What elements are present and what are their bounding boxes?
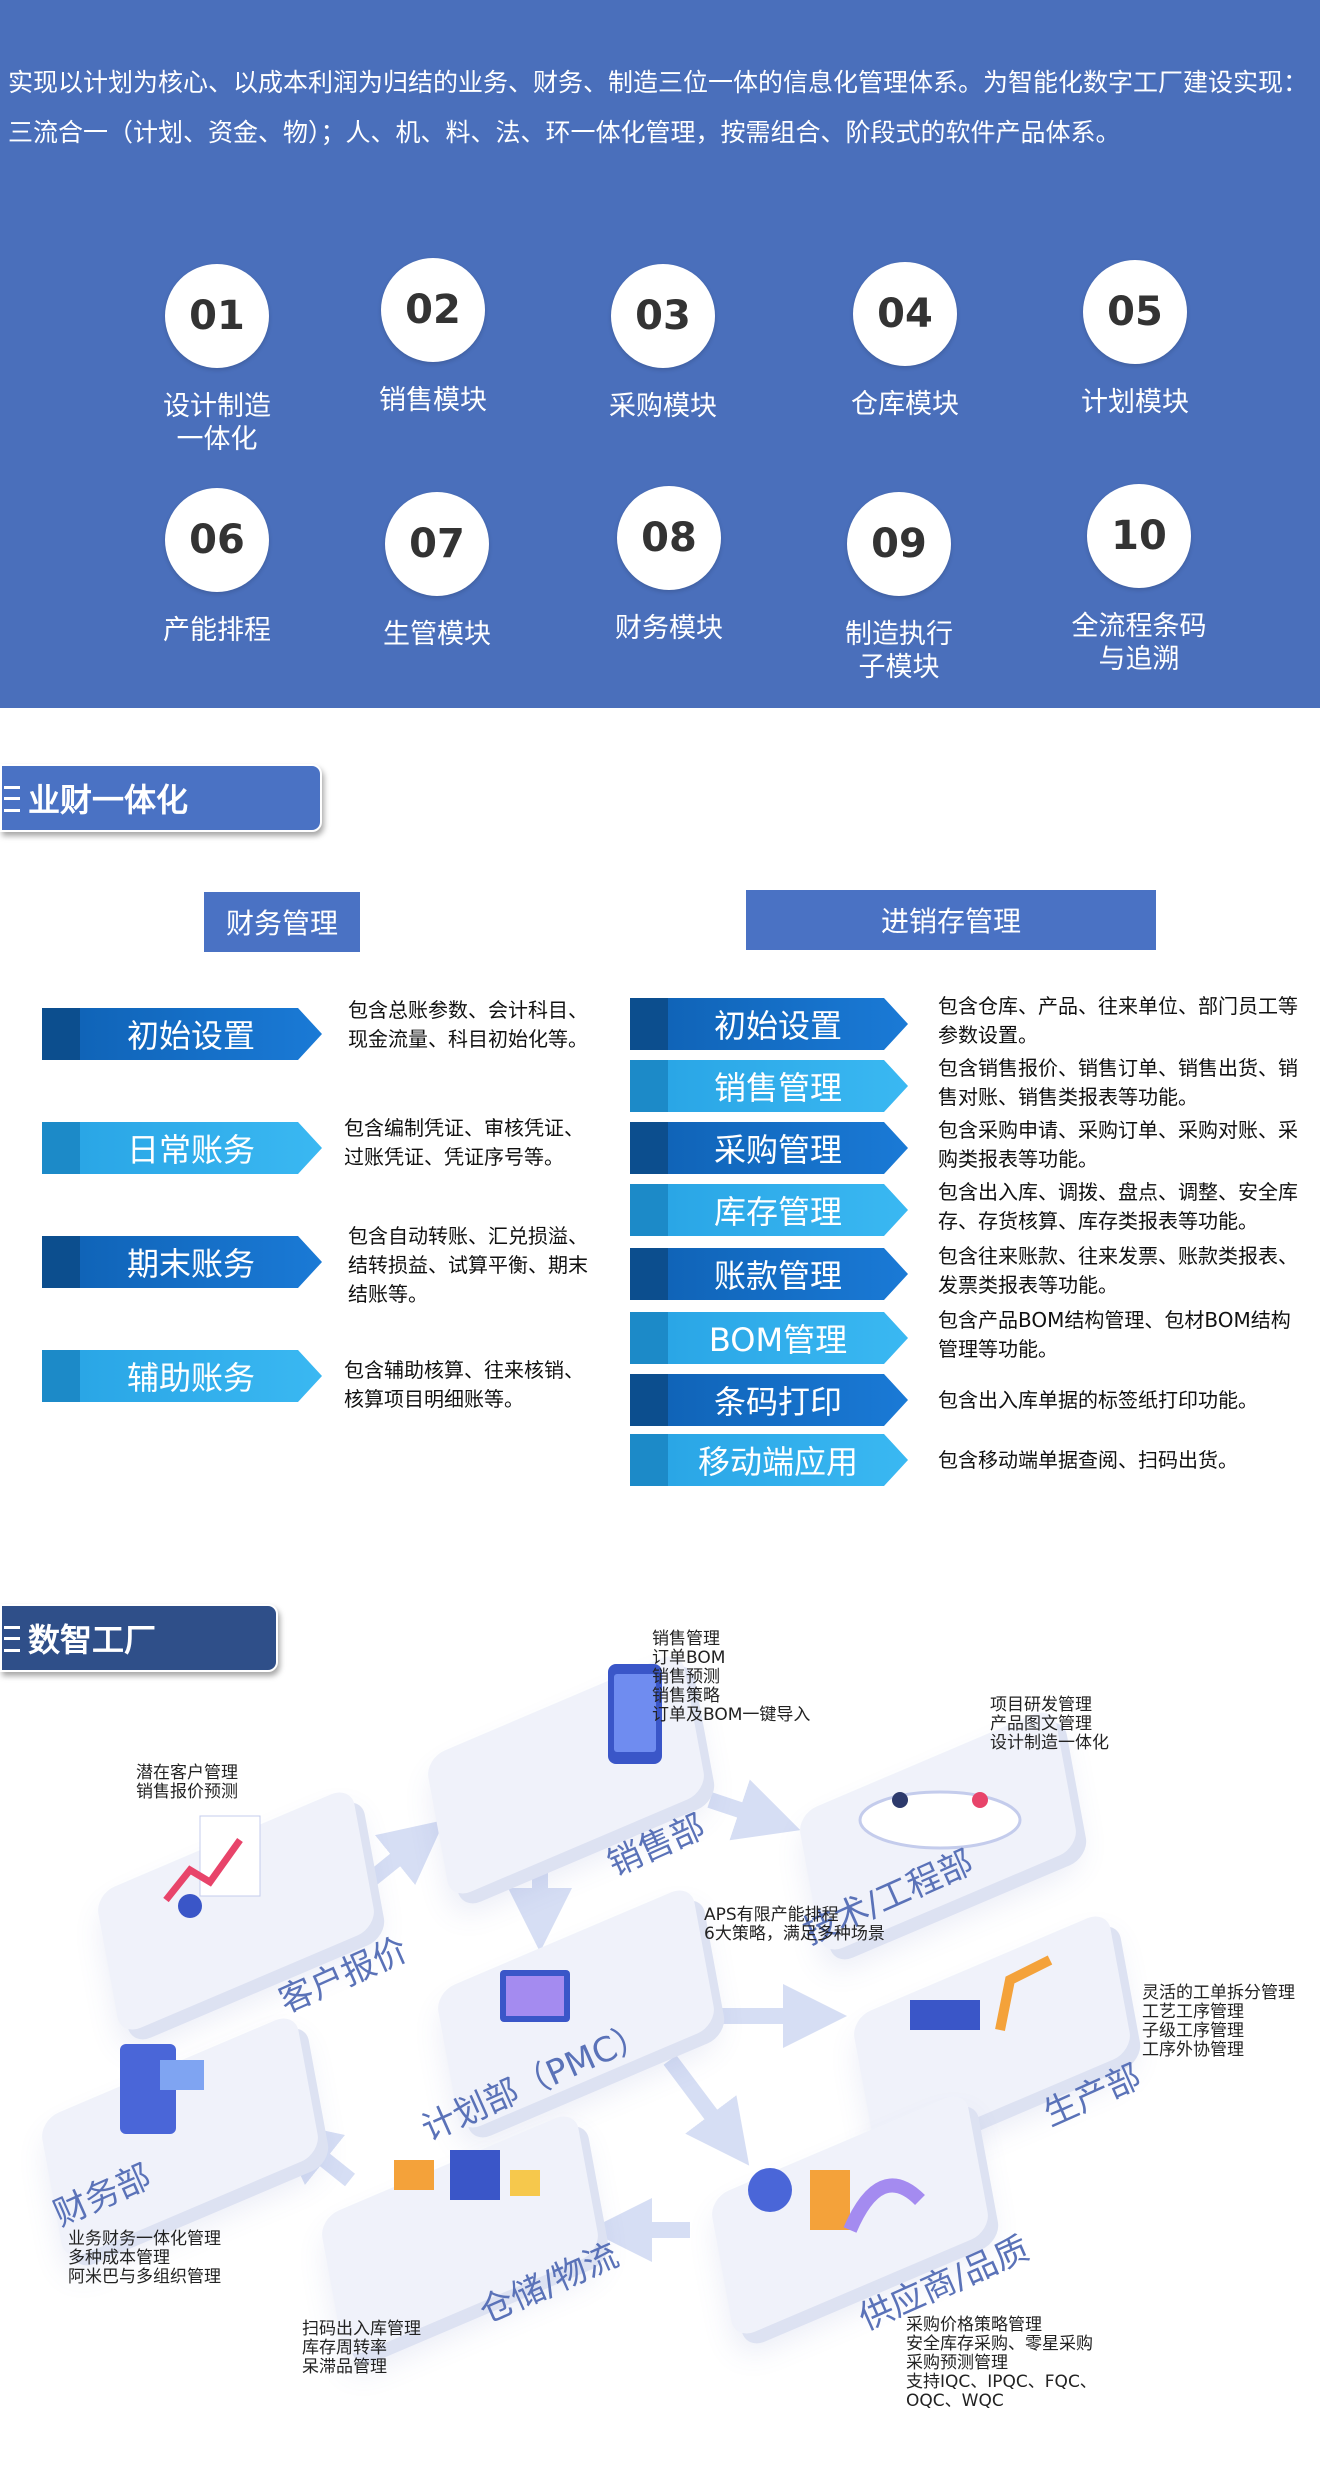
arrow-sales-to-tech bbox=[707, 1779, 801, 1841]
module-number: 09 bbox=[847, 492, 951, 596]
module-number: 08 bbox=[617, 486, 721, 590]
module-number: 01 bbox=[165, 264, 269, 368]
inventory-item-purchase[interactable]: 采购管理 bbox=[630, 1122, 908, 1174]
inventory-item-mobile[interactable]: 移动端应用 bbox=[630, 1434, 908, 1486]
inventory-item-desc: 包含仓库、产品、往来单位、部门员工等参数设置。 bbox=[938, 994, 1298, 1047]
module-09[interactable]: 09 制造执行 子模块 bbox=[784, 492, 1014, 684]
module-number: 02 bbox=[381, 258, 485, 362]
menu-lines-icon bbox=[4, 1626, 20, 1652]
note-production: 灵活的工单拆分管理 工艺工序管理 子级工序管理 工序外协管理 bbox=[1142, 1983, 1295, 2060]
module-number: 04 bbox=[853, 262, 957, 366]
bar-label: 初始设置 bbox=[80, 1008, 322, 1060]
finance-subtitle: 财务管理 bbox=[204, 892, 360, 952]
module-label: 仓库模块 bbox=[851, 389, 959, 420]
menu-lines-icon bbox=[4, 786, 20, 812]
inventory-item-stock[interactable]: 库存管理 bbox=[630, 1184, 908, 1236]
module-04[interactable]: 04 仓库模块 bbox=[790, 262, 1020, 421]
section-header-smart-factory: 数智工厂 bbox=[0, 1604, 278, 1672]
inventory-item-desc: 包含采购申请、采购订单、采购对账、采购类报表等功能。 bbox=[938, 1118, 1298, 1171]
meeting-table-icon bbox=[858, 1790, 1022, 1850]
bar-label: 移动端应用 bbox=[668, 1434, 908, 1486]
module-05[interactable]: 05 计划模块 bbox=[1020, 260, 1250, 419]
module-03[interactable]: 03 采购模块 bbox=[548, 264, 778, 423]
module-label: 计划模块 bbox=[1081, 387, 1189, 418]
warehouse-boxes-icon bbox=[394, 2150, 540, 2200]
note-finance: 业务财务一体化管理 多种成本管理 阿米巴与多组织管理 bbox=[68, 2229, 221, 2287]
supply-chart-icon bbox=[748, 2168, 925, 2233]
phone-icon bbox=[608, 1664, 662, 1764]
module-02[interactable]: 02 销售模块 bbox=[318, 258, 548, 417]
finance-item-auxiliary[interactable]: 辅助账务 bbox=[42, 1350, 322, 1402]
note-sales: 销售管理 订单BOM 销售预测 销售策略 订单及BOM一键导入 bbox=[652, 1629, 811, 1725]
inventory-item-initial[interactable]: 初始设置 bbox=[630, 998, 908, 1050]
inventory-subtitle: 进销存管理 bbox=[746, 890, 1156, 950]
module-06[interactable]: 06 产能排程 bbox=[102, 488, 332, 647]
intro-text: 实现以计划为核心、以成本利润为归结的业务、财务、制造三位一体的信息化管理体系。为… bbox=[8, 68, 1309, 147]
module-label: 生管模块 bbox=[383, 619, 491, 650]
inventory-item-accounts[interactable]: 账款管理 bbox=[630, 1248, 908, 1300]
growth-chart-icon bbox=[163, 1815, 261, 1918]
finance-item-desc: 包含编制凭证、审核凭证、过账凭证、凭证序号等。 bbox=[344, 1116, 584, 1169]
bar-label: BOM管理 bbox=[668, 1312, 908, 1364]
section-title: 数智工厂 bbox=[28, 1621, 157, 1659]
inventory-item-sales[interactable]: 销售管理 bbox=[630, 1060, 908, 1112]
robot-arm-icon bbox=[910, 1955, 1053, 2031]
inventory-item-desc: 包含出入库、调拨、盘点、调整、安全库存、存货核算、库存类报表等功能。 bbox=[938, 1180, 1298, 1233]
bar-label: 辅助账务 bbox=[80, 1350, 322, 1402]
note-warehouse: 扫码出入库管理 库存周转率 呆滞品管理 bbox=[302, 2319, 421, 2377]
inventory-item-desc: 包含出入库单据的标签纸打印功能。 bbox=[938, 1388, 1258, 1412]
module-number: 05 bbox=[1083, 260, 1187, 364]
inventory-item-desc: 包含往来账款、往来发票、账款类报表、发票类报表等功能。 bbox=[938, 1244, 1298, 1297]
inventory-item-desc: 包含销售报价、销售订单、销售出货、销售对账、销售类报表等功能。 bbox=[938, 1056, 1298, 1109]
finance-item-desc: 包含自动转账、汇兑损溢、结转损益、试算平衡、期末结账等。 bbox=[348, 1224, 588, 1306]
module-label: 财务模块 bbox=[615, 613, 723, 644]
finance-item-desc: 包含辅助核算、往来核销、核算项目明细账等。 bbox=[344, 1358, 584, 1411]
bar-label: 日常账务 bbox=[80, 1122, 322, 1174]
module-number: 10 bbox=[1087, 484, 1191, 588]
module-label: 采购模块 bbox=[609, 391, 717, 422]
module-10[interactable]: 10 全流程条码 与追溯 bbox=[1024, 484, 1254, 676]
note-quote: 潜在客户管理 销售报价预测 bbox=[136, 1763, 238, 1802]
finance-item-desc: 包含总账参数、会计科目、现金流量、科目初始化等。 bbox=[348, 998, 588, 1051]
inventory-item-barcode[interactable]: 条码打印 bbox=[630, 1374, 908, 1426]
bar-label: 销售管理 bbox=[668, 1060, 908, 1112]
finance-item-daily[interactable]: 日常账务 bbox=[42, 1122, 322, 1174]
arrow-plan-to-supply bbox=[663, 2055, 750, 2166]
finance-item-period-end[interactable]: 期末账务 bbox=[42, 1236, 322, 1288]
module-number: 07 bbox=[385, 492, 489, 596]
module-number: 06 bbox=[165, 488, 269, 592]
inventory-item-bom[interactable]: BOM管理 bbox=[630, 1312, 908, 1364]
note-supply: 采购价格策略管理 安全库存采购、零星采购 采购预测管理 支持IQC、IPQC、F… bbox=[906, 2315, 1097, 2411]
bar-label: 条码打印 bbox=[668, 1374, 908, 1426]
note-plan: APS有限产能排程 6大策略，满足多种场景 bbox=[704, 1905, 885, 1944]
note-tech: 项目研发管理 产品图文管理 设计制造一体化 bbox=[990, 1695, 1109, 1753]
module-07[interactable]: 07 生管模块 bbox=[322, 492, 552, 651]
finance-device-icon bbox=[120, 2044, 204, 2134]
module-08[interactable]: 08 财务模块 bbox=[554, 486, 784, 645]
section-title: 业财一体化 bbox=[28, 781, 189, 819]
inventory-item-desc: 包含产品BOM结构管理、包材BOM结构管理等功能。 bbox=[938, 1308, 1291, 1361]
module-label: 产能排程 bbox=[163, 615, 271, 646]
module-label: 设计制造 一体化 bbox=[163, 391, 271, 455]
bar-label: 采购管理 bbox=[668, 1122, 908, 1174]
bar-label: 库存管理 bbox=[668, 1184, 908, 1236]
inventory-item-desc: 包含移动端单据查阅、扫码出货。 bbox=[938, 1448, 1238, 1472]
module-label: 全流程条码 与追溯 bbox=[1071, 611, 1207, 675]
monitor-icon bbox=[500, 1970, 570, 2022]
modules-banner: 实现以计划为核心、以成本利润为归结的业务、财务、制造三位一体的信息化管理体系。为… bbox=[0, 0, 1320, 708]
module-number: 03 bbox=[611, 264, 715, 368]
module-01[interactable]: 01 设计制造 一体化 bbox=[102, 264, 332, 456]
finance-item-initial[interactable]: 初始设置 bbox=[42, 1008, 322, 1060]
bar-label: 账款管理 bbox=[668, 1248, 908, 1300]
module-label: 销售模块 bbox=[379, 385, 487, 416]
bar-label: 初始设置 bbox=[668, 998, 908, 1050]
module-label: 制造执行 子模块 bbox=[845, 619, 953, 683]
section-header-finance-integration: 业财一体化 bbox=[0, 764, 322, 832]
bar-label: 期末账务 bbox=[80, 1236, 322, 1288]
